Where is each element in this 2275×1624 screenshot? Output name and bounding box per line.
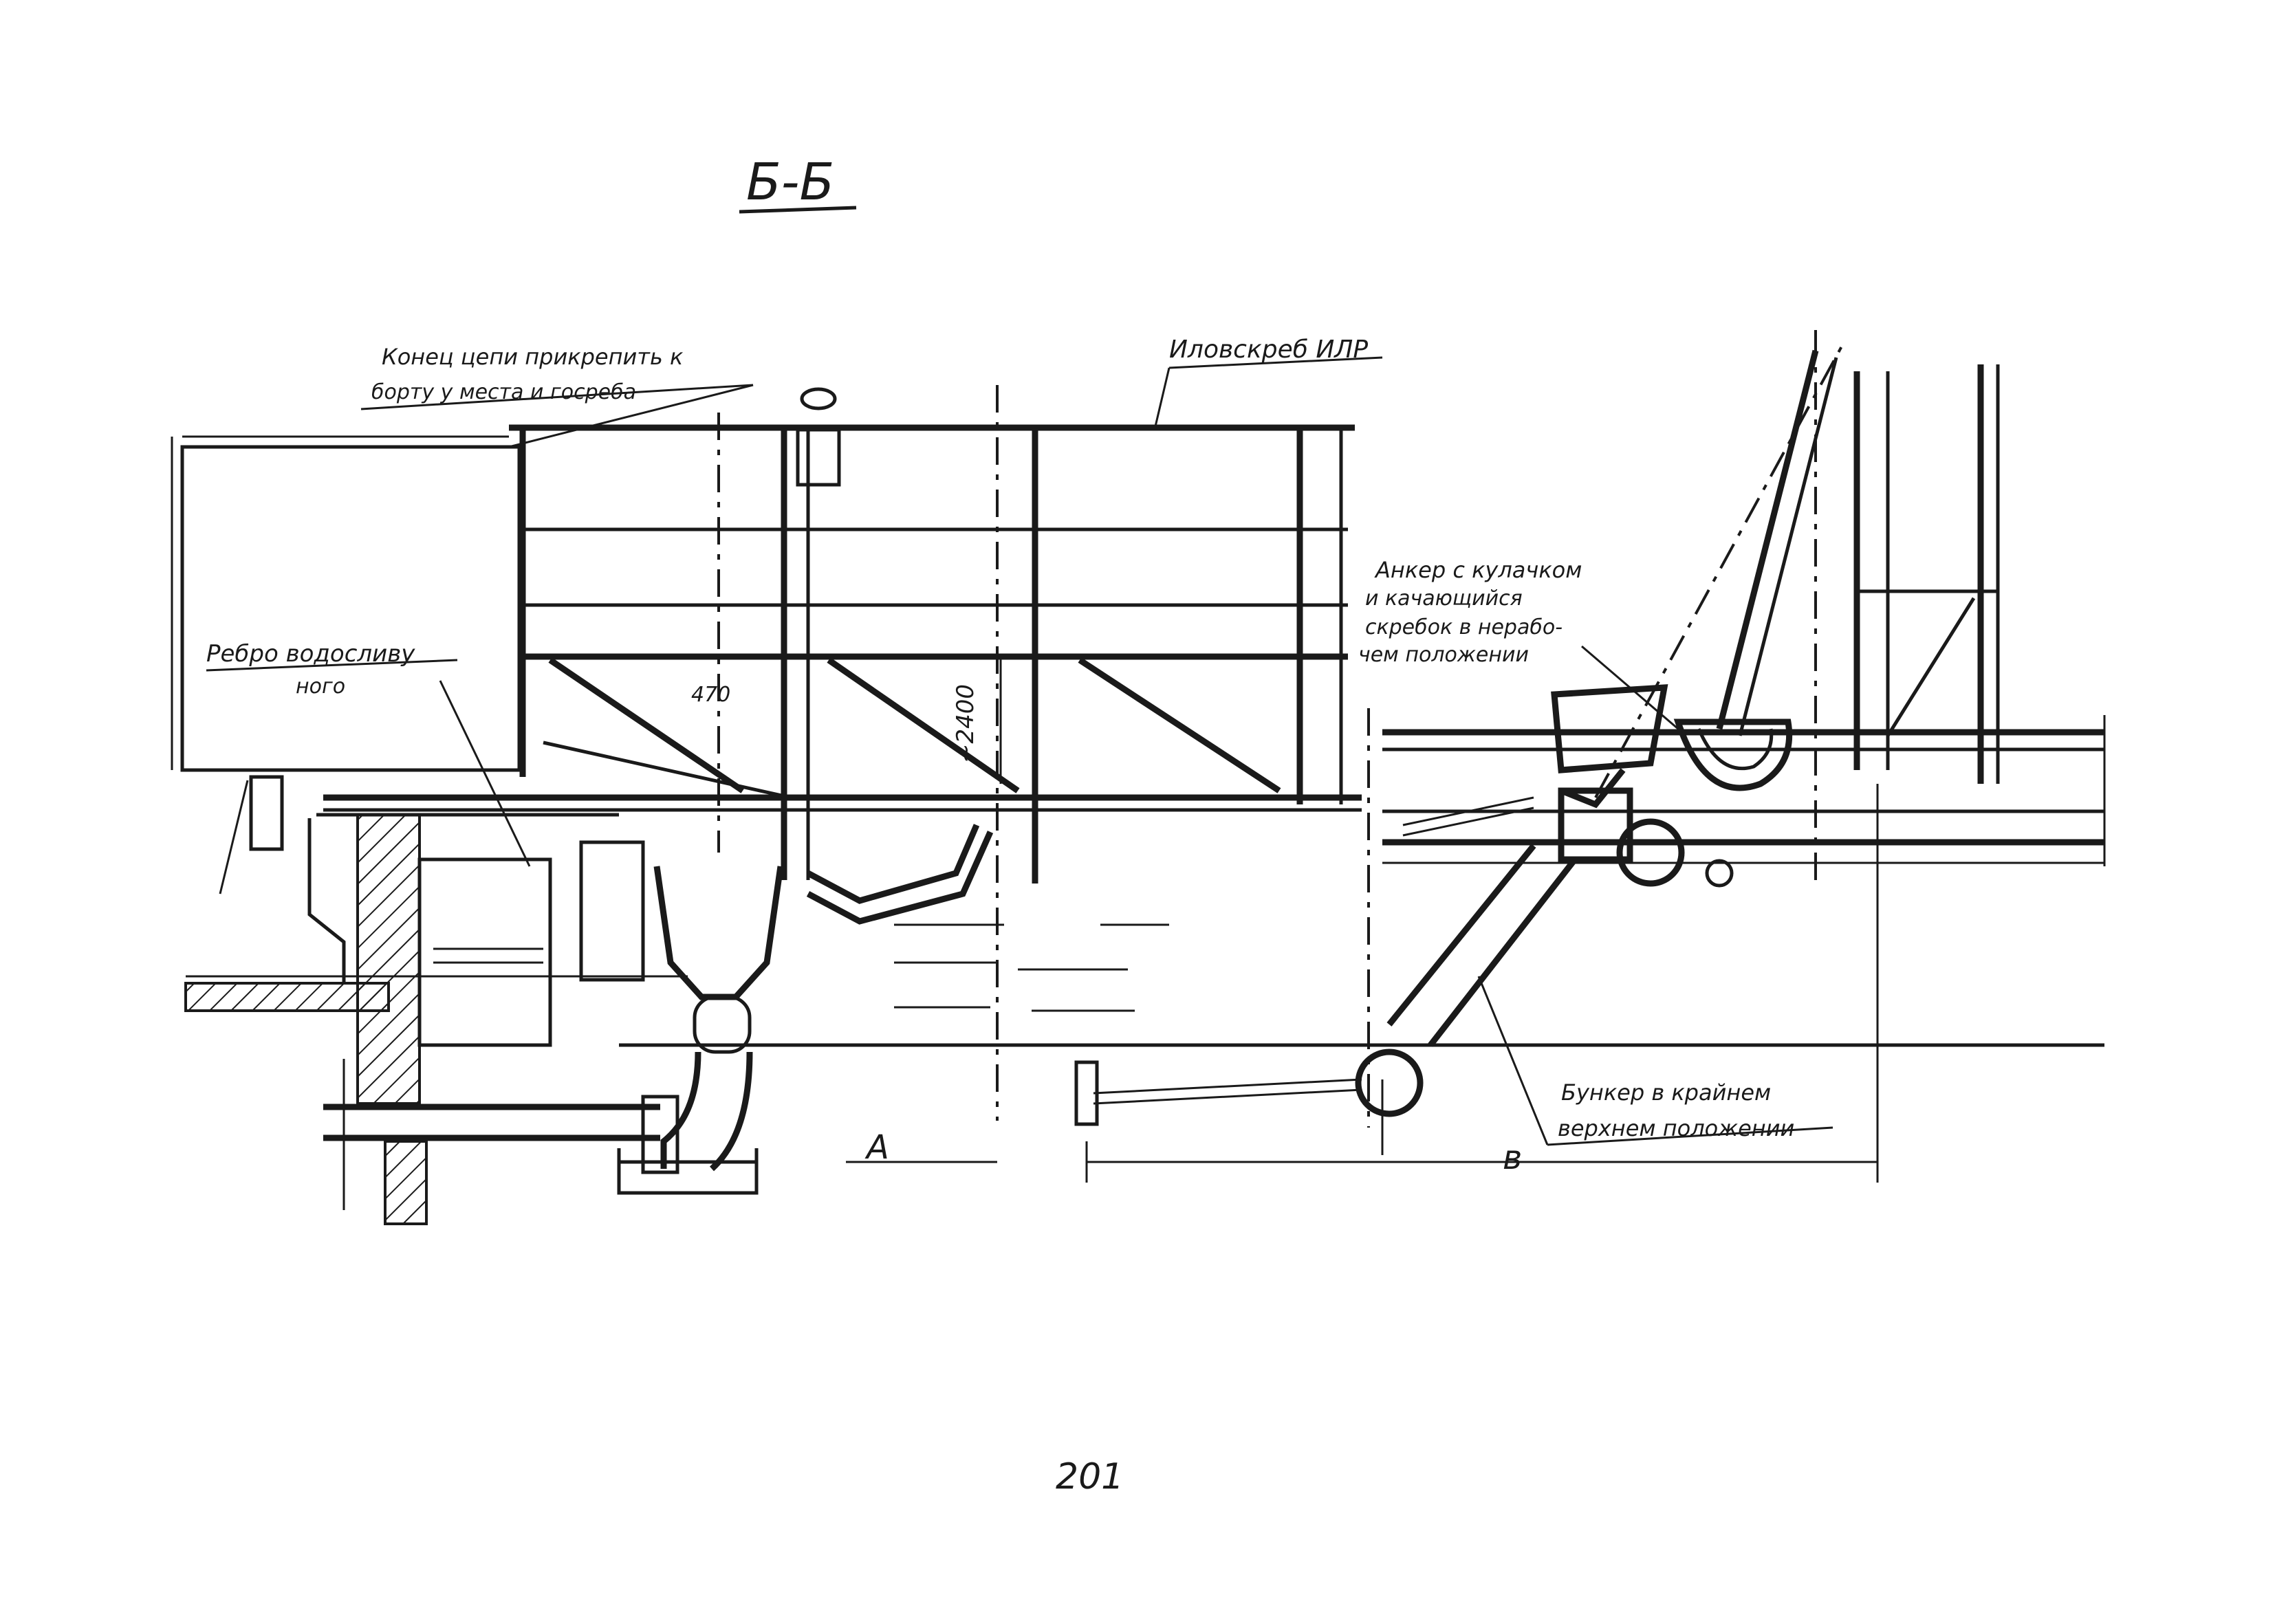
pipe-elbow-2 bbox=[709, 1051, 753, 1172]
anchor-line2: и качающийся bbox=[1365, 586, 1523, 611]
arm-head bbox=[1558, 787, 1633, 863]
floor-hatch bbox=[184, 982, 390, 1012]
bunker-line1: Бункер в крайнем bbox=[1561, 1079, 1771, 1106]
left-wall-profile bbox=[307, 818, 346, 983]
brace-1 bbox=[548, 657, 745, 793]
left-foundation bbox=[184, 775, 660, 1225]
marker-a: А bbox=[864, 1128, 889, 1167]
pipe-elbow bbox=[660, 1051, 701, 1169]
wall-hatch-1 bbox=[356, 813, 421, 1105]
bunker-arm-1 bbox=[1716, 349, 1819, 730]
tank-box bbox=[180, 445, 521, 772]
weir-box bbox=[417, 857, 552, 1047]
hanger-wheel bbox=[800, 387, 837, 410]
hanger-block bbox=[796, 428, 841, 487]
tilted-bunker bbox=[1551, 343, 1844, 809]
roller-lower bbox=[1355, 1049, 1424, 1117]
arm-link bbox=[1402, 796, 1534, 826]
rib-leader bbox=[439, 680, 531, 867]
anchor-cam-inner bbox=[1697, 728, 1774, 771]
gear-upper bbox=[1705, 859, 1734, 888]
scraper-frame bbox=[323, 424, 1362, 884]
rib-underline bbox=[206, 659, 458, 672]
dimensions: ~2400 470 bbox=[691, 657, 1879, 1183]
water-surface bbox=[186, 923, 2104, 1047]
anchor-cam bbox=[1673, 718, 1793, 791]
bracket-left bbox=[219, 780, 249, 895]
arm-rod-2 bbox=[1093, 1088, 1362, 1105]
arm-edge-2 bbox=[1428, 857, 1578, 1047]
right-structure bbox=[1382, 330, 2106, 1183]
outlet-trough bbox=[617, 1148, 759, 1195]
pipe-flange bbox=[641, 1095, 679, 1174]
marker-b: в bbox=[1503, 1139, 1522, 1177]
chain-note-leader bbox=[508, 384, 754, 448]
pipe-lower bbox=[806, 831, 994, 925]
sludge-pipe bbox=[806, 824, 994, 925]
arm-rod bbox=[1093, 1078, 1362, 1095]
brace-4 bbox=[543, 740, 792, 800]
dim-470-label: 470 bbox=[691, 683, 730, 707]
counterweight bbox=[1074, 1060, 1099, 1126]
left-hopper bbox=[617, 866, 784, 1195]
arm-link-2 bbox=[1402, 806, 1534, 837]
callouts: Конец цепи прикрепить к борту у места и … bbox=[206, 336, 1833, 1146]
bunker-body bbox=[1551, 684, 1668, 773]
brace-3 bbox=[1078, 657, 1281, 793]
bunker-link bbox=[1560, 768, 1626, 809]
chain-assembly bbox=[717, 385, 999, 1121]
anchor-line1: Анкер с кулачком bbox=[1374, 557, 1582, 583]
arm-edge-1 bbox=[1386, 844, 1536, 1027]
section-title: Б-Б bbox=[746, 153, 834, 212]
wall-hatch-2 bbox=[384, 1140, 428, 1225]
bunker-arm-2 bbox=[1738, 357, 1838, 736]
anchor-line4: чем положении bbox=[1358, 643, 1529, 667]
roller-upper bbox=[1616, 818, 1685, 887]
hopper-neck bbox=[693, 995, 752, 1054]
chain-note-line1: Конец цепи прикрепить к bbox=[382, 344, 684, 370]
bunker-chain bbox=[1594, 343, 1844, 798]
right-brace bbox=[1886, 597, 1976, 737]
brace-2 bbox=[827, 657, 1020, 793]
anchor-leader bbox=[1581, 645, 1679, 730]
anchor-line3: скребок в нерабо- bbox=[1365, 615, 1563, 639]
bunker-leader bbox=[1477, 976, 1549, 1145]
bracket-box bbox=[249, 775, 284, 851]
left-tank bbox=[171, 435, 521, 772]
swing-arm bbox=[1074, 708, 1734, 1155]
chain-note-underline bbox=[360, 384, 754, 410]
rib-label-line2: ного bbox=[296, 674, 345, 699]
scraper-underline bbox=[1168, 356, 1383, 369]
section-title-group: Б-Б bbox=[739, 153, 857, 214]
bunker-underline bbox=[1547, 1126, 1833, 1146]
valve-box bbox=[579, 840, 645, 982]
section-title-underline bbox=[739, 206, 857, 214]
dim-2400-label: ~2400 bbox=[952, 684, 979, 763]
pipe-upper bbox=[806, 824, 980, 904]
scraper-leader bbox=[1154, 367, 1171, 427]
page-number: 201 bbox=[1056, 1456, 1124, 1497]
markers: А в bbox=[864, 1128, 1522, 1177]
